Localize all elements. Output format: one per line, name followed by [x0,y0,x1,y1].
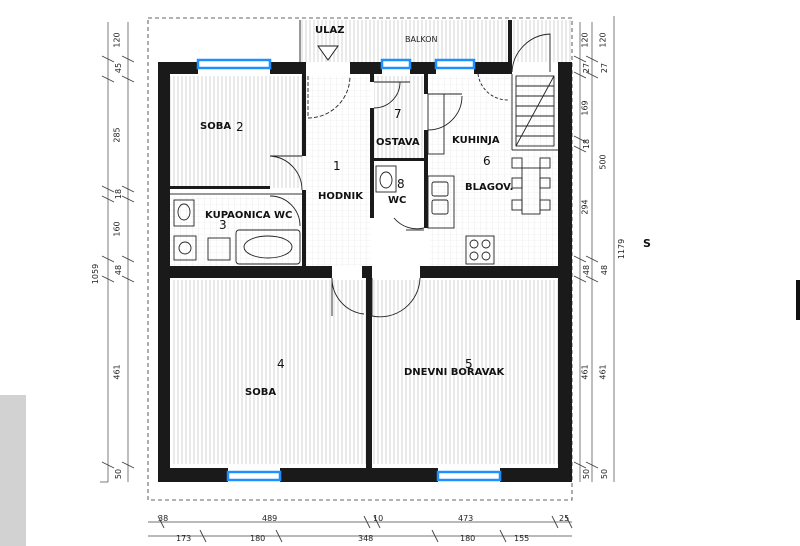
bottom-top-dim-5: 25 [559,514,570,523]
washbasin [207,237,231,261]
bottom-top-dim-3: 10 [373,514,384,523]
hallway-number: 1 [333,159,341,173]
storage-number: 7 [394,107,402,121]
bathroom-floor [170,196,305,266]
hallway-floor [306,76,371,266]
door-kitchen-balcony [477,73,509,101]
orientation-label: S [643,237,651,250]
stairs [515,75,555,147]
room4-label: SOBA [245,387,277,398]
dimension-lines [100,16,615,537]
doors [269,33,551,318]
right-b-dim-2: 27 [600,62,610,74]
right-a-dim-5: 294 [580,199,590,215]
window-kitchen [434,58,476,70]
room2-label: SOBA [200,121,232,132]
left-dim-3: 285 [112,127,122,143]
toilet-bathroom [173,199,195,227]
windows [196,58,502,482]
left-dim-2: 45 [114,62,124,74]
kitchen-floor [430,76,560,266]
right-b-dim-3: 500 [598,154,608,170]
bottom-top-dim-4: 473 [458,514,474,523]
right-b-dim-4: 48 [600,264,610,276]
dining-table [511,157,551,215]
door-entrance [307,75,351,119]
right-a-dim-4: 18 [582,138,592,150]
left-dim-7: 461 [112,364,122,380]
wc-label: WC [388,195,407,206]
stove [465,235,495,265]
window-room4 [226,470,282,482]
right-b-dim-1: 120 [598,32,608,48]
left-dim-4: 18 [114,188,124,200]
window-living [436,470,502,482]
bottom-top-dim-1: 38 [158,514,169,523]
hallway-label: HODNIK [318,191,364,202]
room4-floor [172,280,366,464]
edge-mark [796,280,800,320]
living-label: DNEVNI BORAVAK [404,367,505,378]
dimension-ticks [101,55,599,543]
bottom-bottom-dim-4: 180 [460,534,476,543]
right-a-dim-6: 48 [582,264,592,276]
bottom-bottom-dim-1: 173 [176,534,192,543]
wc-number: 8 [397,177,405,191]
left-dim-6: 48 [114,264,124,276]
room2-number: 2 [236,120,244,134]
left-dim-total: 1059 [91,263,101,285]
kitchen-counter [427,93,455,229]
door-bathroom [269,195,301,227]
washing-machine [173,235,197,261]
bathroom-fixtures [173,165,397,265]
right-b-dim-5: 461 [598,364,608,380]
bottom-top-dim-2: 489 [262,514,278,523]
balcony-area [300,20,572,62]
dining-label: BLAGOV. [465,182,514,193]
living-number: 5 [465,357,473,371]
room4-number: 4 [277,357,285,371]
bathroom-number: 3 [219,218,227,232]
bathtub [235,229,301,265]
right-a-dim-2: 27 [582,62,592,74]
bottom-bottom-dim-3: 348 [358,534,374,543]
right-a-dim-3: 169 [580,100,590,116]
right-a-dim-7: 461 [580,364,590,380]
dashed-boundary [147,17,573,501]
bottom-bottom-dim-5: 155 [514,534,530,543]
kitchen-number: 6 [483,154,491,168]
room2-floor [170,76,305,188]
bottom-bottom-dim-2: 180 [250,534,266,543]
right-a-dim-1: 120 [580,32,590,48]
walls [158,20,572,482]
scan-shadow [0,395,26,546]
door-room2 [269,155,303,191]
balcony-label: BALKON [405,35,438,44]
left-dim-5: 160 [112,221,122,237]
door-room4 [331,277,365,316]
storage-label: OSTAVA [376,137,420,148]
door-living [371,277,421,318]
right-a-dim-8: 50 [582,468,592,480]
left-dim-8: 50 [114,468,124,480]
right-b-dim-6: 50 [600,468,610,480]
toilet-wc [375,165,397,193]
entrance-label: ULAZ [315,25,345,36]
kitchen-label: KUHINJA [452,135,500,146]
door-storage [373,81,410,109]
partitions [170,20,558,231]
bathroom-label: KUPAONICA WC [205,210,293,221]
living-floor [372,280,558,464]
left-dim-1: 120 [112,32,122,48]
window-room2 [196,58,272,70]
door-balcony [511,33,551,73]
door-wc [393,217,425,230]
right-b-dim-total: 1179 [617,238,627,260]
entrance-arrow [317,45,339,61]
window-storage [380,58,412,70]
